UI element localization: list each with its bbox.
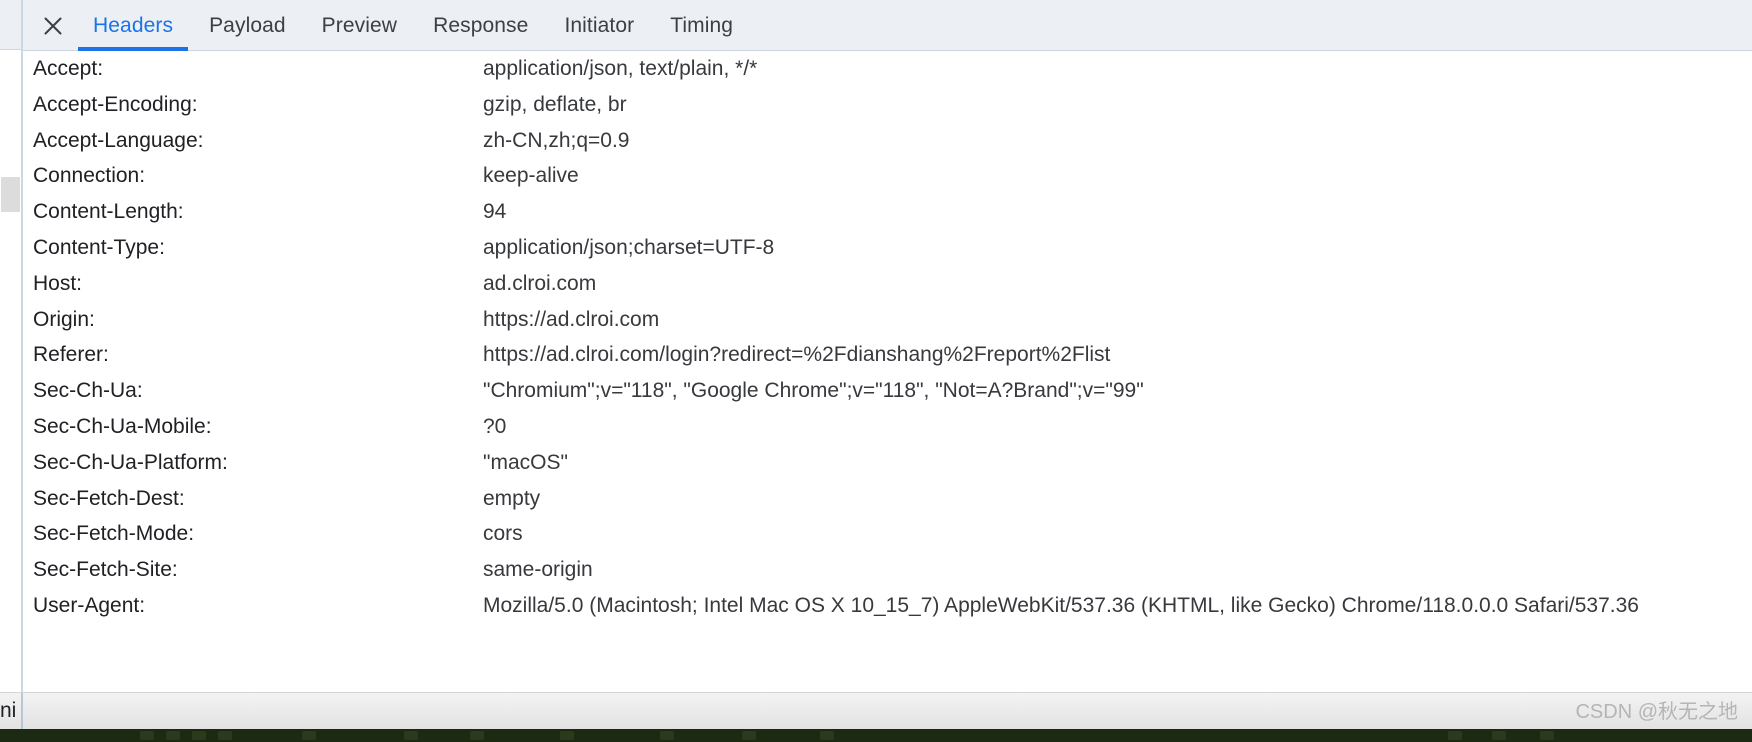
header-row-sec-fetch-dest[interactable]: Sec-Fetch-Dest: empty: [23, 481, 1752, 517]
header-row-sec-fetch-site[interactable]: Sec-Fetch-Site: same-origin: [23, 552, 1752, 588]
header-value: "macOS": [483, 450, 568, 474]
left-rail: [0, 0, 21, 742]
watermark: CSDN @秋无之地: [1575, 701, 1738, 723]
header-value: zh-CN,zh;q=0.9: [483, 128, 630, 152]
request-headers-list[interactable]: Accept: application/json, text/plain, */…: [23, 51, 1752, 692]
header-value: https://ad.clroi.com: [483, 307, 660, 331]
header-row-sec-fetch-mode[interactable]: Sec-Fetch-Mode: cors: [23, 516, 1752, 552]
tab-initiator[interactable]: Initiator: [546, 0, 652, 51]
desktop-bottom-edge: [0, 729, 1752, 742]
header-name: Connection:: [33, 164, 146, 188]
status-bar-divider: [21, 693, 23, 729]
header-row-content-length[interactable]: Content-Length: 94: [23, 194, 1752, 230]
header-row-content-type[interactable]: Content-Type: application/json;charset=U…: [23, 230, 1752, 266]
tab-headers[interactable]: Headers: [75, 0, 191, 51]
left-rail-header-cap: [0, 0, 21, 50]
panel-divider: [21, 0, 23, 692]
header-name: Referer:: [33, 343, 109, 367]
request-details-tabbar: Headers Payload Preview Response Initiat…: [21, 0, 1752, 51]
header-row-accept-encoding[interactable]: Accept-Encoding: gzip, deflate, br: [23, 87, 1752, 123]
tab-payload-label: Payload: [209, 13, 286, 37]
header-name: Sec-Fetch-Mode:: [33, 522, 195, 546]
tab-preview-label: Preview: [321, 13, 398, 37]
tab-timing-label: Timing: [670, 13, 734, 37]
tab-timing[interactable]: Timing: [652, 0, 751, 51]
header-value: https://ad.clroi.com/login?redirect=%2Fd…: [483, 343, 1111, 367]
header-row-sec-ch-ua-mobile[interactable]: Sec-Ch-Ua-Mobile: ?0: [23, 409, 1752, 445]
header-value: 94: [483, 200, 507, 224]
status-bar: ni CSDN @秋无之地: [0, 692, 1752, 729]
header-row-accept[interactable]: Accept: application/json, text/plain, */…: [23, 51, 1752, 87]
header-name: User-Agent:: [33, 593, 146, 617]
header-value: same-origin: [483, 558, 593, 582]
tab-initiator-label: Initiator: [564, 13, 635, 37]
header-row-connection[interactable]: Connection: keep-alive: [23, 158, 1752, 194]
header-name: Host:: [33, 271, 83, 295]
header-name: Content-Type:: [33, 235, 165, 259]
tab-preview[interactable]: Preview: [304, 0, 415, 51]
header-name: Sec-Fetch-Site:: [33, 558, 178, 582]
header-value: application/json, text/plain, */*: [483, 57, 758, 80]
tab-payload[interactable]: Payload: [191, 0, 304, 51]
header-row-sec-ch-ua[interactable]: Sec-Ch-Ua: "Chromium";v="118", "Google C…: [23, 373, 1752, 409]
tab-response[interactable]: Response: [415, 0, 546, 51]
header-row-host[interactable]: Host: ad.clroi.com: [23, 266, 1752, 302]
close-icon[interactable]: [31, 0, 75, 51]
header-name: Sec-Fetch-Dest:: [33, 486, 185, 510]
header-row-referer[interactable]: Referer: https://ad.clroi.com/login?redi…: [23, 337, 1752, 373]
vertical-scrollbar-thumb[interactable]: [1, 177, 20, 212]
header-name: Accept-Language:: [33, 128, 204, 152]
header-row-accept-language[interactable]: Accept-Language: zh-CN,zh;q=0.9: [23, 123, 1752, 159]
header-name: Sec-Ch-Ua-Mobile:: [33, 414, 212, 438]
header-row-sec-ch-ua-platform[interactable]: Sec-Ch-Ua-Platform: "macOS": [23, 445, 1752, 481]
header-value: keep-alive: [483, 164, 579, 188]
header-name: Accept-Encoding:: [33, 92, 198, 116]
header-name: Origin:: [33, 307, 95, 331]
header-name: Sec-Ch-Ua-Platform:: [33, 450, 228, 474]
header-value: gzip, deflate, br: [483, 92, 627, 116]
header-row-user-agent[interactable]: User-Agent: Mozilla/5.0 (Macintosh; Inte…: [23, 588, 1752, 624]
tab-headers-label: Headers: [93, 13, 174, 37]
header-value: "Chromium";v="118", "Google Chrome";v="1…: [483, 379, 1144, 403]
header-value: ?0: [483, 414, 507, 438]
header-name: Content-Length:: [33, 200, 184, 224]
tab-response-label: Response: [433, 13, 529, 37]
header-value: Mozilla/5.0 (Macintosh; Intel Mac OS X 1…: [483, 593, 1639, 617]
header-value: empty: [483, 486, 541, 510]
header-value: ad.clroi.com: [483, 271, 597, 295]
header-name: Accept:: [33, 57, 104, 80]
status-bar-left-text: ni: [0, 699, 17, 722]
header-value: cors: [483, 522, 523, 546]
vertical-scrollbar-track[interactable]: [0, 51, 21, 691]
header-row-origin[interactable]: Origin: https://ad.clroi.com: [23, 302, 1752, 338]
header-name: Sec-Ch-Ua:: [33, 379, 143, 403]
header-value: application/json;charset=UTF-8: [483, 235, 775, 259]
